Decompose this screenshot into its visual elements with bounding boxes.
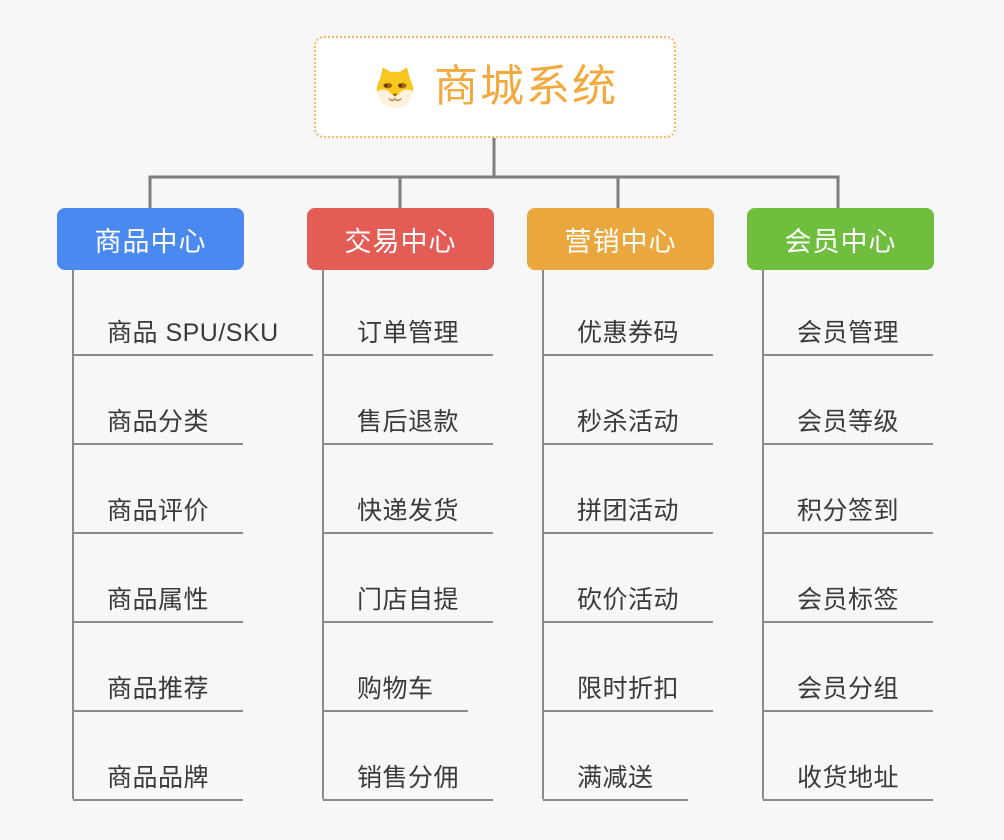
child-node[interactable]: 商品属性 [73, 585, 244, 623]
shiba-dog-icon [376, 67, 414, 109]
child-node[interactable]: 限时折扣 [543, 674, 714, 712]
child-node[interactable]: 快递发货 [323, 496, 494, 534]
branch-column-4: 会员中心会员管理会员等级积分签到会员标签会员分组收货地址 [747, 208, 997, 808]
child-node[interactable]: 门店自提 [323, 585, 494, 623]
child-node[interactable]: 商品评价 [73, 496, 244, 534]
child-node[interactable]: 满减送 [543, 763, 688, 801]
branch-node-3[interactable]: 营销中心 [527, 208, 714, 270]
child-node[interactable]: 售后退款 [323, 407, 494, 445]
branch-column-1: 商品中心商品 SPU/SKU 商品分类商品评价商品属性商品推荐商品品牌 [57, 208, 313, 808]
child-node[interactable]: 会员管理 [763, 318, 934, 356]
child-node[interactable]: 秒杀活动 [543, 407, 714, 445]
child-node[interactable]: 收货地址 [763, 763, 934, 801]
child-node[interactable]: 商品品牌 [73, 763, 244, 801]
child-node[interactable]: 销售分佣 [323, 763, 494, 801]
child-node[interactable]: 积分签到 [763, 496, 934, 534]
branch-node-2[interactable]: 交易中心 [307, 208, 494, 270]
child-node[interactable]: 商品 SPU/SKU [73, 318, 313, 356]
child-node[interactable]: 拼团活动 [543, 496, 714, 534]
child-node[interactable]: 订单管理 [323, 318, 494, 356]
child-node[interactable]: 会员分组 [763, 674, 934, 712]
connector-bus [148, 175, 840, 209]
root-node[interactable]: 商城系统 [314, 36, 676, 138]
branch-column-3: 营销中心优惠券码秒杀活动拼团活动砍价活动限时折扣满减送 [527, 208, 777, 808]
child-node[interactable]: 购物车 [323, 674, 468, 712]
child-node[interactable]: 优惠券码 [543, 318, 714, 356]
child-node[interactable]: 会员等级 [763, 407, 934, 445]
branch-node-4[interactable]: 会员中心 [747, 208, 934, 270]
branch-node-1[interactable]: 商品中心 [57, 208, 244, 270]
child-node[interactable]: 商品分类 [73, 407, 244, 445]
child-node[interactable]: 砍价活动 [543, 585, 714, 623]
root-node-label: 商城系统 [434, 62, 618, 111]
child-node[interactable]: 会员标签 [763, 585, 934, 623]
branch-column-2: 交易中心订单管理售后退款快递发货门店自提购物车销售分佣 [307, 208, 557, 808]
child-node[interactable]: 商品推荐 [73, 674, 244, 712]
